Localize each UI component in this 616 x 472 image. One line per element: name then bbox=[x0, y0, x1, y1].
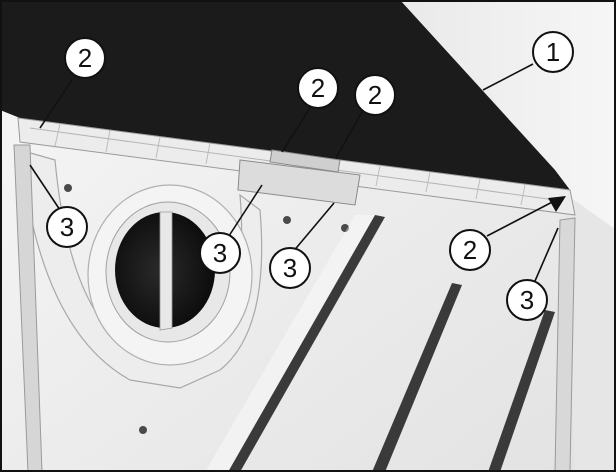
callout-3-center-right: 3 bbox=[269, 247, 311, 289]
right-pillar bbox=[554, 217, 576, 472]
slide-rails bbox=[205, 215, 555, 472]
callout-2-top-left: 2 bbox=[64, 37, 106, 79]
callout-3-left: 3 bbox=[46, 206, 88, 248]
svg-text:2: 2 bbox=[463, 235, 477, 265]
svg-text:2: 2 bbox=[311, 73, 325, 103]
callout-2-top-right: 2 bbox=[354, 74, 396, 116]
svg-text:2: 2 bbox=[368, 80, 382, 110]
svg-text:3: 3 bbox=[520, 285, 534, 315]
left-pillar bbox=[13, 144, 43, 472]
callout-2-top-center: 2 bbox=[297, 67, 339, 109]
callout-2-right: 2 bbox=[449, 229, 491, 271]
screws bbox=[64, 184, 349, 434]
filter-panel bbox=[0, 0, 570, 190]
duct-divider bbox=[159, 211, 173, 331]
svg-text:3: 3 bbox=[213, 238, 227, 268]
svg-text:2: 2 bbox=[78, 43, 92, 73]
callout-1: 1 bbox=[532, 31, 574, 73]
callout-3-right: 3 bbox=[506, 279, 548, 321]
filter-frame-strip bbox=[17, 117, 576, 216]
leader-lines bbox=[29, 63, 561, 282]
arrow-head-icon bbox=[548, 196, 566, 212]
svg-text:3: 3 bbox=[60, 212, 74, 242]
callout-3-center-left: 3 bbox=[199, 232, 241, 274]
grille-ribs bbox=[54, 123, 526, 206]
svg-text:1: 1 bbox=[546, 37, 560, 67]
svg-text:3: 3 bbox=[283, 253, 297, 283]
